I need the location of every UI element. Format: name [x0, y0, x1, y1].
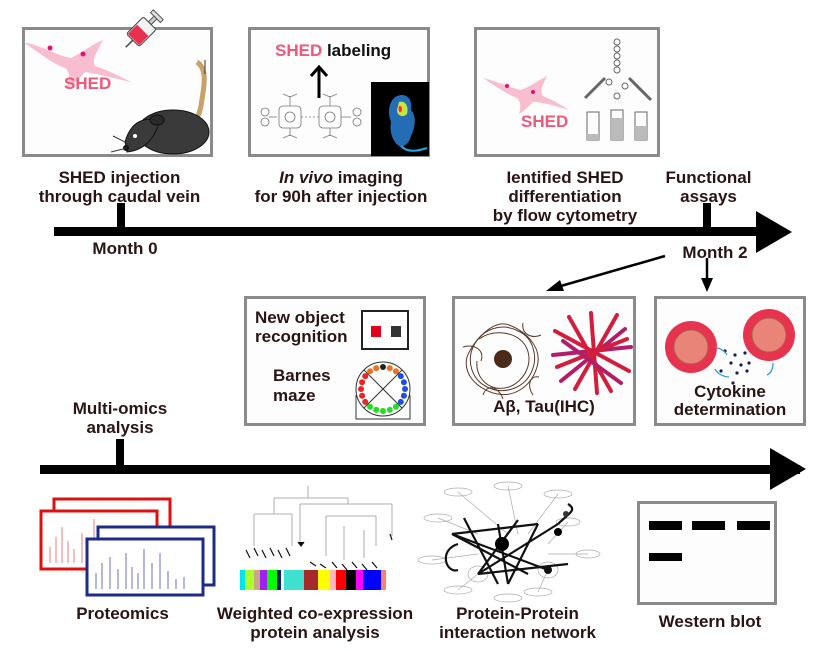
maze-hole — [367, 368, 374, 375]
maze-hole — [397, 398, 404, 405]
maze-hole — [358, 386, 364, 392]
maze-hole — [373, 365, 380, 372]
proteomics-caption: Proteomics — [76, 604, 169, 623]
maze-hole — [362, 373, 369, 380]
up-arrow-icon — [309, 64, 329, 98]
module-color-block — [346, 570, 356, 590]
module-color-block — [240, 570, 245, 590]
maze-hole — [359, 392, 366, 399]
cytokine-panel: Cytokine determination — [654, 296, 806, 426]
cytokine-caption: Cytokine determination — [673, 382, 787, 419]
module-color-block — [356, 570, 363, 590]
ihc-panel: Aβ, Tau(IHC) — [452, 296, 636, 426]
month-2-tick — [703, 203, 711, 229]
ppi-caption: Protein-Protein interaction network — [439, 604, 596, 642]
barnes-maze-label: Barnes maze — [273, 366, 331, 405]
module-color-block — [336, 570, 346, 590]
in-vivo-imaging-panel: SHED labeling — [248, 27, 430, 157]
module-color-block — [254, 570, 260, 590]
shed-injection-caption: SHED injection through caudal vein — [38, 168, 201, 206]
shed-label: SHED — [521, 112, 569, 131]
blot-band — [649, 553, 682, 561]
maze-hole — [402, 386, 408, 392]
functional-assays-label: Functional assays — [665, 168, 752, 206]
tau-tangle-icon — [551, 311, 633, 395]
maze-hole — [400, 379, 407, 386]
shed-cell-icon — [23, 40, 131, 88]
in-vivo-mouse-image — [371, 82, 429, 156]
chemical-structure-icon — [260, 93, 362, 139]
object-red — [371, 326, 381, 337]
syringe-icon — [125, 9, 164, 48]
maze-hole — [367, 403, 374, 410]
mouse-icon — [110, 59, 210, 155]
timeline-2-line — [40, 465, 800, 474]
flow-cytometry-panel: SHED — [474, 27, 660, 157]
month-0-tick — [117, 203, 125, 229]
maze-hole — [373, 406, 380, 413]
module-color-block — [260, 570, 267, 590]
maze-hole — [359, 379, 366, 386]
maze-hole — [392, 368, 399, 375]
module-color-block — [277, 570, 281, 590]
multi-omics-label: Multi-omics analysis — [72, 399, 168, 437]
shed-label: SHED — [64, 74, 112, 93]
proteomics-spectra-icon — [39, 497, 216, 597]
module-color-block — [245, 570, 254, 590]
maze-hole — [380, 364, 386, 370]
amyloid-plaque-icon — [462, 322, 542, 400]
shed-labeling-title: SHED labeling — [275, 41, 392, 60]
blot-band — [649, 521, 682, 530]
flow-cytometry-caption: Ientified SHED differentiation by flow c… — [492, 168, 638, 225]
month-0-label: Month 0 — [92, 239, 158, 258]
cytokine-cells-icon — [665, 309, 795, 385]
shed-cell-icon — [483, 76, 569, 114]
maze-hole — [362, 398, 369, 405]
month-2-label: Month 2 — [682, 243, 748, 262]
multi-omics-tick — [116, 439, 124, 467]
ihc-caption: Aβ, Tau(IHC) — [493, 397, 595, 416]
timeline-1-line — [54, 227, 759, 236]
maze-hole — [397, 373, 404, 380]
behavior-tests-panel: New object recognition Barnes maze — [244, 296, 426, 426]
flow-cytometer-icon — [583, 38, 653, 141]
western-blot-caption: Western blot — [658, 612, 762, 631]
arrow-to-cytokine — [701, 258, 713, 292]
maze-hole — [386, 406, 393, 413]
timeline-2-arrowhead — [770, 448, 806, 490]
shed-injection-panel: SHED — [22, 9, 213, 157]
maze-hole — [400, 392, 407, 399]
module-color-block — [318, 570, 330, 590]
maze-hole — [386, 365, 393, 372]
dendrogram-icon — [240, 486, 393, 590]
novel-object-box — [361, 310, 409, 350]
blot-band — [692, 521, 725, 530]
maze-hole — [392, 403, 399, 410]
blot-band — [737, 521, 770, 530]
object-dark — [391, 326, 401, 337]
arrow-to-ihc — [546, 254, 666, 291]
module-color-block — [304, 570, 318, 590]
in-vivo-imaging-caption: In vivo imaging for 90h after injection — [254, 168, 428, 206]
timeline-1-arrowhead — [756, 211, 792, 253]
module-color-block — [330, 570, 336, 590]
module-color-block — [284, 570, 304, 590]
wgcna-caption: Weighted co-expression protein analysis — [216, 604, 414, 642]
new-object-recognition-label: New object recognition — [255, 308, 348, 346]
barnes-maze-icon — [355, 361, 411, 420]
module-color-block — [267, 570, 277, 590]
module-color-block — [381, 570, 386, 590]
western-blot-panel — [637, 501, 777, 605]
module-color-block — [281, 570, 284, 590]
module-color-block — [363, 570, 381, 590]
ppi-network-icon — [417, 481, 601, 603]
maze-hole — [380, 408, 386, 414]
